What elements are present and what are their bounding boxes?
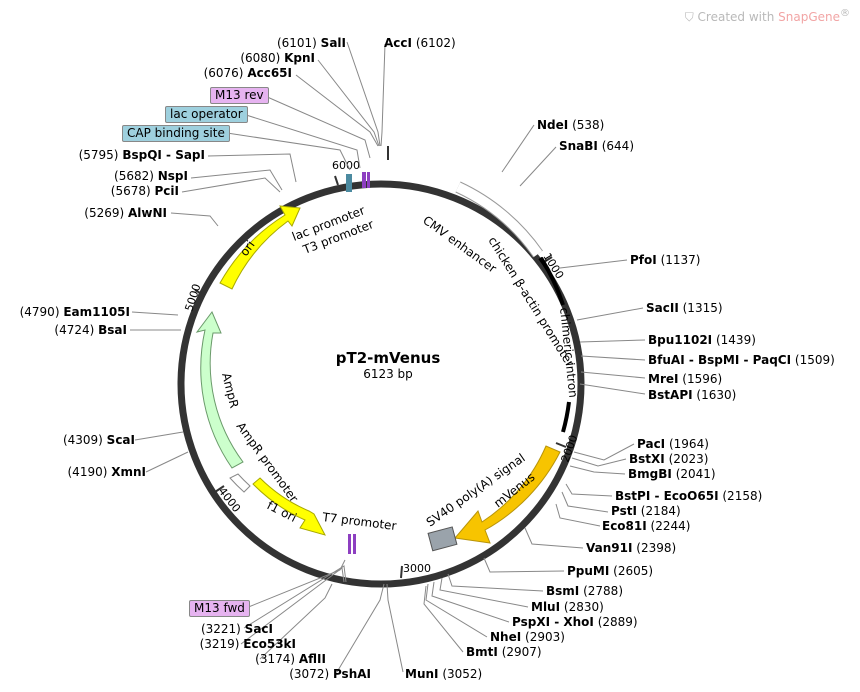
site-bsai: (4724) BsaI (54, 323, 127, 337)
site-saci: (3221) SacI (201, 622, 273, 636)
site-muni: MunI (3052) (405, 667, 482, 681)
site-pcii: (5678) PciI (111, 184, 179, 198)
site-bstapi: BstAPI (1630) (648, 388, 736, 402)
site-mlui: MluI (2830) (531, 600, 604, 614)
site-pfoi: PfoI (1137) (630, 253, 700, 267)
site-nhei: NheI (2903) (490, 630, 565, 644)
site-van91i: Van91I (2398) (586, 541, 676, 555)
site-eco53ki: (3219) Eco53kI (200, 637, 296, 651)
site-kpni: (6080) KpnI (240, 51, 315, 65)
ampr-promoter-arrow (229, 473, 251, 493)
site-paci: PacI (1964) (637, 437, 709, 451)
site-psti: PstI (2184) (611, 504, 681, 518)
site-bmti: BmtI (2907) (466, 645, 542, 659)
site-aflii: (3174) AflII (255, 652, 326, 666)
tag-m13-rev: M13 rev (210, 87, 269, 104)
site-bstxi: BstXI (2023) (629, 452, 708, 466)
site-acci: AccI (6102) (384, 36, 456, 50)
ori-arrow (219, 205, 301, 290)
site-pshai: (3072) PshAI (289, 667, 371, 681)
feature-ampr: AmpR (219, 371, 241, 409)
leader-lines (130, 41, 646, 673)
site-bspqi-sapi: (5795) BspQI - SapI (79, 148, 205, 162)
site-eco81i: Eco81I (2244) (602, 519, 690, 533)
site-sali: (6101) SalI (277, 36, 346, 50)
site-sacii: SacII (1315) (646, 301, 723, 315)
site-bfuai-bspmi-paqci: BfuAI - BspMI - PaqCI (1509) (648, 353, 835, 367)
f1-ori-arrow (252, 477, 326, 536)
m13rev-mark (362, 172, 366, 188)
feature-t7-promoter: T7 promoter (321, 510, 398, 533)
site-bsmi: BsmI (2788) (546, 584, 623, 598)
site-mrei: MreI (1596) (648, 372, 722, 386)
site-bstpi-ecoo65i: BstPI - EcoO65I (2158) (615, 489, 762, 503)
t7-mark (348, 534, 351, 554)
site-acc65i: (6076) Acc65I (204, 66, 292, 80)
tick-6000: 6000 (332, 159, 360, 172)
site-scai: (4309) ScaI (63, 433, 135, 447)
plasmid-name: pT2-mVenus (336, 349, 441, 367)
site-nspi: (5682) NspI (114, 169, 188, 183)
cap-site-mark (346, 174, 352, 192)
snapgene-logo-icon: ⛉ (684, 10, 698, 24)
tick-marks (194, 146, 567, 579)
tag-lac-operator: lac operator (165, 106, 248, 123)
tick-3000: 3000 (403, 562, 431, 575)
snapgene-watermark: ⛉ Created with SnapGene® (684, 8, 850, 24)
site-bpu1102i: Bpu1102I (1439) (648, 333, 756, 347)
plasmid-size: 6123 bp (363, 367, 413, 381)
site-pspxi-xhoi: PspXI - XhoI (2889) (512, 615, 638, 629)
mvenus-arrow (454, 445, 561, 544)
sv40-polya-box (427, 526, 458, 552)
intron-arc-1 (539, 256, 565, 306)
ampr-arrow (195, 311, 244, 469)
site-ndei: NdeI (538) (537, 118, 604, 132)
site-xmni: (4190) XmnI (68, 465, 147, 479)
tag-m13-fwd: M13 fwd (189, 600, 250, 617)
site-snabi: SnaBI (644) (559, 139, 634, 153)
site-alwni: (5269) AlwNI (84, 206, 167, 220)
site-bmgbi: BmgBI (2041) (628, 467, 716, 481)
site-ppumi: PpuMI (2605) (567, 564, 653, 578)
tag-cap-binding-site: CAP binding site (122, 125, 230, 142)
site-eam1105i: (4790) Eam1105I (20, 305, 130, 319)
intron-arc-2 (561, 401, 571, 433)
